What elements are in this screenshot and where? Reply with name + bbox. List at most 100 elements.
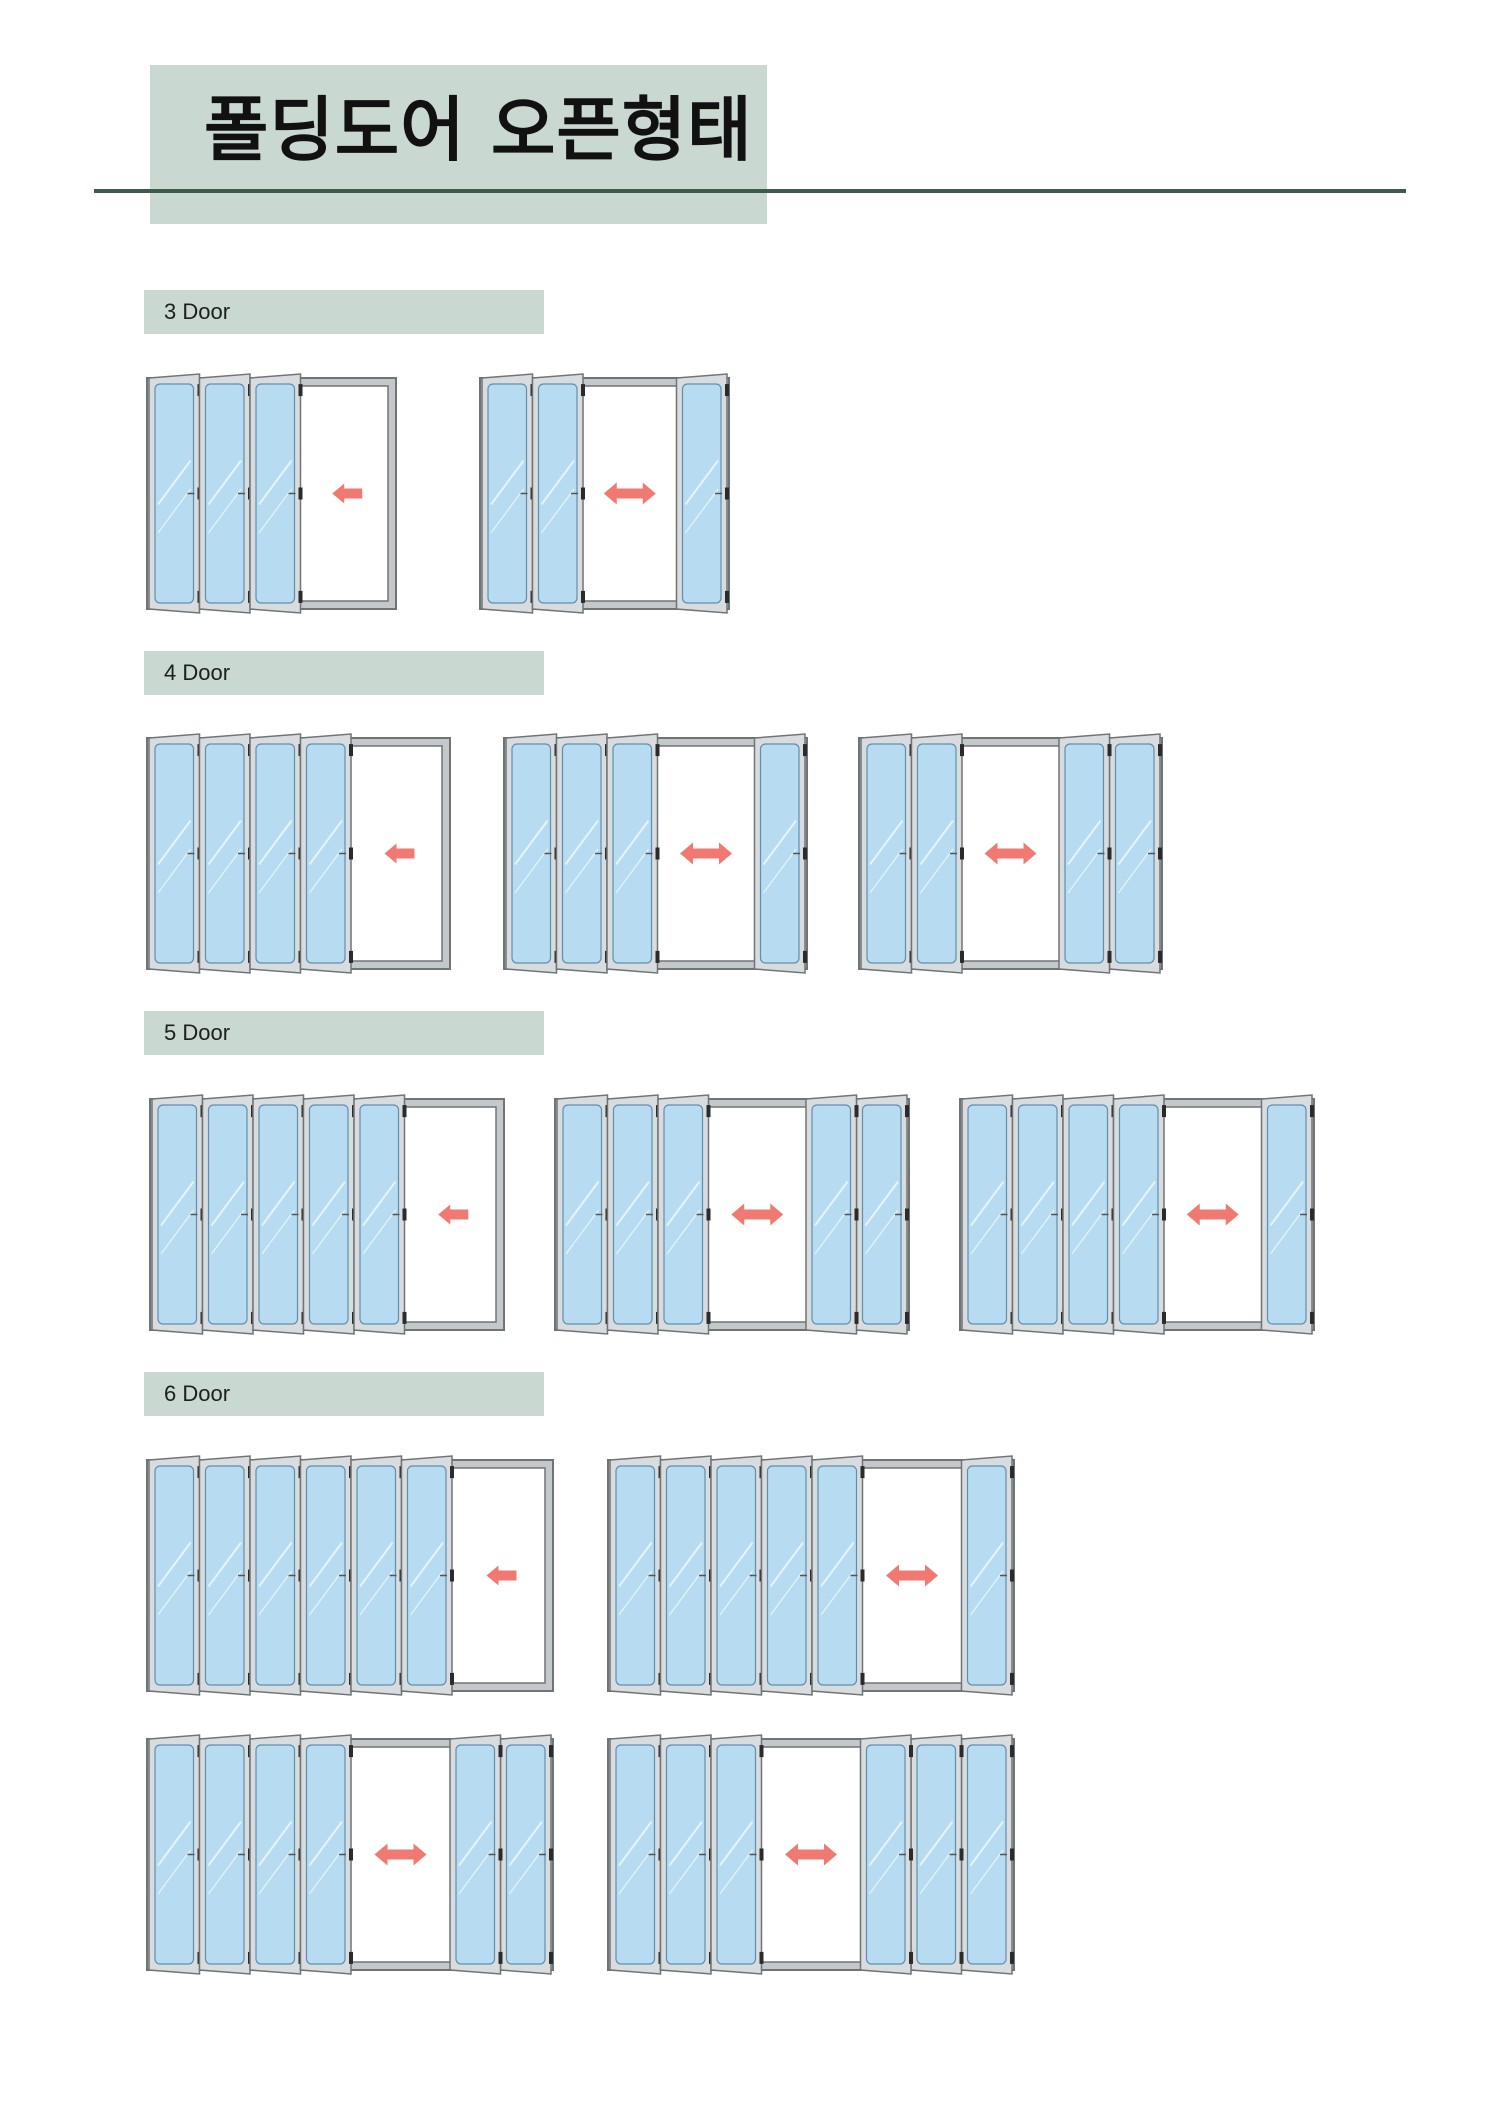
hinge xyxy=(498,1951,503,1964)
door-panel xyxy=(249,733,303,974)
folding-door-diagram xyxy=(503,733,808,974)
door-panel xyxy=(499,1734,553,1975)
glass-reflection xyxy=(685,488,719,534)
folding-door-diagram xyxy=(607,1455,1015,1696)
glass-reflection xyxy=(618,1849,652,1895)
double-arrow-icon xyxy=(1186,1203,1239,1226)
glass-reflection xyxy=(820,1570,854,1616)
glass-reflection xyxy=(258,1849,292,1895)
glass-reflection xyxy=(541,488,575,534)
hinge xyxy=(549,1848,553,1861)
hinge xyxy=(498,1848,503,1861)
folding-door-diagram xyxy=(146,1455,554,1696)
hinge xyxy=(1010,1569,1014,1582)
door-panel xyxy=(249,1455,303,1696)
door-panel xyxy=(659,1734,713,1975)
hinge xyxy=(725,590,729,603)
door-panel xyxy=(299,1455,353,1696)
glass-reflection xyxy=(157,488,191,534)
double-arrow-icon xyxy=(374,1843,427,1866)
hinge xyxy=(725,384,729,397)
glass-reflection xyxy=(920,848,954,894)
glass-reflection xyxy=(1121,1181,1156,1227)
door-panel xyxy=(198,733,252,974)
hinge xyxy=(298,384,303,397)
glass-reflection xyxy=(868,1821,903,1867)
glass-reflection xyxy=(1117,820,1152,866)
glass-reflection xyxy=(258,1821,293,1867)
door-panel xyxy=(805,1094,859,1335)
door-panel xyxy=(753,733,807,974)
glass-reflection xyxy=(719,1821,754,1867)
glass-reflection xyxy=(514,820,549,866)
hinge xyxy=(959,1848,964,1861)
door-panel xyxy=(148,1455,202,1696)
glass-reflection xyxy=(820,1542,855,1588)
hinge xyxy=(581,384,585,397)
hinge xyxy=(581,590,585,603)
glass-reflection xyxy=(261,1209,295,1255)
door-panel xyxy=(302,1094,356,1335)
door-panel xyxy=(710,1734,764,1975)
door-panel xyxy=(252,1094,306,1335)
glass-reflection xyxy=(864,1181,899,1227)
hinge xyxy=(860,1466,865,1479)
glass-reflection xyxy=(565,848,599,894)
hinge xyxy=(960,950,964,963)
glass-reflection xyxy=(208,1849,242,1895)
door-panel xyxy=(910,733,964,974)
glass-reflection xyxy=(1270,1209,1304,1255)
glass-reflection xyxy=(615,1181,650,1227)
glass-reflection xyxy=(666,1209,700,1255)
double-arrow-icon xyxy=(785,1843,837,1866)
glass-reflection xyxy=(1067,820,1102,866)
glass-reflection xyxy=(508,1821,543,1867)
hinge xyxy=(803,744,807,757)
hinge xyxy=(549,1951,553,1964)
folding-door-diagram xyxy=(858,733,1163,974)
hinge xyxy=(854,1311,859,1324)
left-arrow-icon xyxy=(486,1565,517,1586)
glass-reflection xyxy=(308,1821,343,1867)
glass-reflection xyxy=(359,1570,393,1616)
glass-reflection xyxy=(869,820,904,866)
door-panel xyxy=(659,1455,713,1696)
door-panel xyxy=(555,733,609,974)
glass-reflection xyxy=(157,848,191,894)
hinge xyxy=(1310,1105,1314,1118)
hinge xyxy=(1010,1951,1014,1964)
hinge xyxy=(402,1208,407,1221)
hinge xyxy=(349,1951,353,1964)
hinge xyxy=(450,1672,454,1685)
hinge xyxy=(854,1208,859,1221)
hinge xyxy=(1010,1672,1014,1685)
glass-reflection xyxy=(490,460,525,506)
hinge xyxy=(706,1311,711,1324)
glass-reflection xyxy=(565,1209,599,1255)
folding-door-diagram xyxy=(479,373,730,614)
glass-reflection xyxy=(869,1849,903,1895)
hinge xyxy=(1162,1105,1166,1118)
double-arrow-icon xyxy=(731,1203,784,1226)
door-panel xyxy=(148,373,202,614)
glass-reflection xyxy=(970,1209,1004,1255)
door-panel xyxy=(710,1455,764,1696)
section-label: 3 Door xyxy=(164,299,231,324)
glass-reflection xyxy=(1071,1209,1105,1255)
glass-reflection xyxy=(258,820,293,866)
glass-reflection xyxy=(564,820,599,866)
door-panel xyxy=(353,1094,407,1335)
hinge xyxy=(706,1105,711,1118)
hinge xyxy=(860,1569,865,1582)
section-label: 6 Door xyxy=(164,1381,231,1406)
door-panel xyxy=(531,373,585,614)
door-panel xyxy=(1108,733,1162,974)
hinge xyxy=(549,1745,553,1758)
hinge xyxy=(725,487,729,500)
door-panel xyxy=(1112,1094,1166,1335)
folding-door-diagram xyxy=(146,733,451,974)
hinge xyxy=(1158,744,1162,757)
hinge xyxy=(1158,950,1162,963)
hinge xyxy=(1310,1311,1314,1324)
glass-reflection xyxy=(970,1849,1004,1895)
